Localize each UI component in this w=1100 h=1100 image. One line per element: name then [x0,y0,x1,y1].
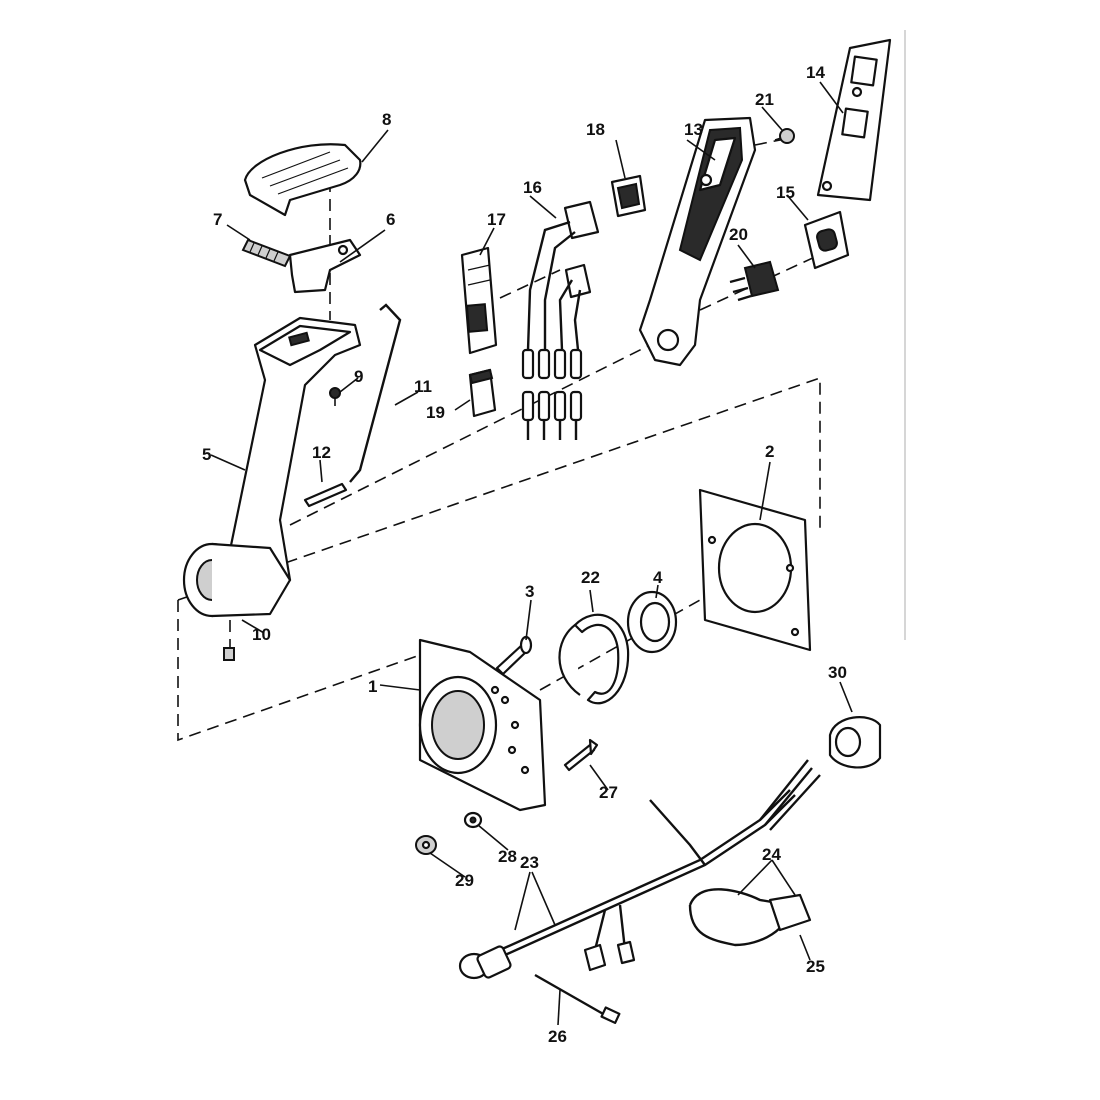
callout-11: 11 [414,377,432,396]
callout-12: 12 [312,443,331,462]
callout-21: 21 [755,90,774,109]
part-15-grommet [803,210,850,270]
callout-16: 16 [523,178,542,197]
part-19-block [468,368,497,418]
part-22-split-ring [558,613,630,705]
part-24-sender-harness [688,888,812,947]
part-5-handle-arm [182,316,362,618]
callout-3: 3 [525,582,534,601]
callout-22: 22 [581,568,600,587]
callout-25: 25 [806,957,825,976]
part-3-bolt [495,635,533,676]
part-23-main-harness [458,759,821,980]
part-6-latch [288,238,362,294]
callout-4: 4 [653,568,663,587]
callout-24: 24 [762,845,781,864]
callout-labels: 1 2 3 4 5 6 7 8 9 10 11 12 13 14 15 16 1… [202,63,847,1046]
part-21-screw [774,128,795,144]
callout-26: 26 [548,1027,567,1046]
part-17-switch-housing [460,246,498,355]
part-4-retaining-ring [626,590,678,654]
callout-2: 2 [765,442,774,461]
housing-holes [490,685,530,775]
callout-30: 30 [828,663,847,682]
part-12-pin [303,482,348,508]
callout-1: 1 [368,677,377,696]
part-18-switch [610,174,647,218]
part-9-screw [329,387,341,406]
part-2-mounting-plate [698,488,812,652]
part-13-handle-plate [638,116,757,367]
part-29-nut [415,835,437,855]
part-1-housing-base [418,638,547,812]
callout-18: 18 [586,120,605,139]
part-10-set-screw [223,647,235,661]
callout-14: 14 [806,63,825,82]
part-7-spring [241,238,292,268]
callout-19: 19 [426,403,445,422]
part-28-washer [463,811,483,829]
part-16-switch-harness [521,200,600,440]
callout-6: 6 [386,210,395,229]
part-27-bolt [563,738,599,772]
callout-15: 15 [776,183,795,202]
part-30-collar [828,716,882,769]
part-11-rod [349,303,402,483]
callout-5: 5 [202,445,211,464]
callout-13: 13 [684,120,703,139]
callout-29: 29 [455,871,474,890]
callout-28: 28 [498,847,517,866]
part-14-decal-plate [816,38,892,202]
callout-23: 23 [520,853,539,872]
callout-27: 27 [599,783,618,802]
callout-7: 7 [213,210,222,229]
callout-10: 10 [252,625,271,644]
leader-lines [210,81,853,1026]
callout-17: 17 [487,210,506,229]
callout-20: 20 [729,225,748,244]
part-20-plug [729,260,780,302]
part-8-cover [243,143,362,217]
part-26-cable-tie [534,973,621,1025]
callout-9: 9 [354,367,363,386]
callout-8: 8 [382,110,391,129]
